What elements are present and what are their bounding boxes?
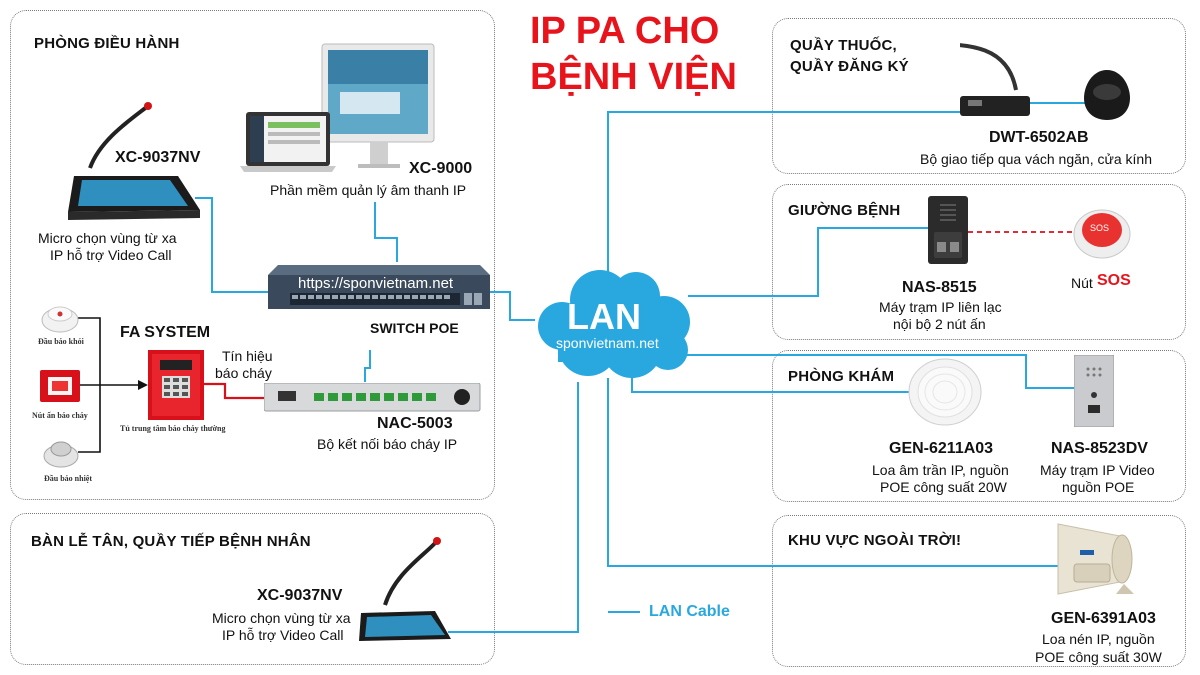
fire-button-label: Nút ấn báo cháy — [32, 411, 88, 420]
intercom-station-icon — [928, 196, 968, 264]
switch-label: SWITCH POE — [370, 320, 459, 336]
computer-icon — [240, 43, 435, 172]
heat-detector-label: Đầu báo nhiệt — [44, 474, 93, 483]
switch-url: https://sponvietnam.net — [298, 275, 454, 292]
ward-station-desc2: nội bộ 2 nút ấn — [893, 316, 986, 332]
lan-label: LAN — [567, 296, 641, 337]
horn-speaker-icon — [1057, 523, 1134, 595]
control-mic-desc2: IP hỗ trợ Video Call — [50, 247, 172, 263]
smoke-detector-label: Đầu báo khói — [38, 337, 84, 346]
software-desc: Phần mềm quản lý âm thanh IP — [270, 182, 467, 198]
horn-desc1: Loa nén IP, nguồn — [1042, 631, 1155, 647]
video-station-desc2: nguồn POE — [1062, 479, 1135, 495]
sos-label: SOS — [1097, 272, 1131, 289]
smoke-detector-icon — [41, 306, 79, 333]
sos-button-text: SOS — [1090, 223, 1110, 233]
heat-detector-icon — [43, 441, 79, 468]
fire-panel-label: Tủ trung tâm báo cháy thường — [120, 424, 226, 433]
video-station-icon — [1074, 355, 1114, 427]
reception-mic-icon — [359, 537, 451, 641]
main-title-line1: IP PA CHO — [530, 10, 720, 52]
horn-desc2: POE công suất 30W — [1035, 649, 1162, 665]
nac-desc: Bộ kết nối báo cháy IP — [317, 436, 458, 452]
outdoor-title: KHU VỰC NGOÀI TRỜI! — [788, 532, 962, 549]
video-station-desc1: Máy trạm IP Video — [1040, 462, 1155, 478]
sos-prefix: Nút — [1071, 275, 1093, 291]
pharmacy-device-model: DWT-6502AB — [989, 129, 1089, 146]
pharmacy-device-desc: Bộ giao tiếp qua vách ngăn, cửa kính — [920, 151, 1152, 167]
switch-icon — [268, 265, 490, 309]
sos-button-icon — [1073, 209, 1131, 259]
software-model: XC-9000 — [409, 160, 473, 177]
reception-mic-desc2: IP hỗ trợ Video Call — [222, 627, 344, 643]
intercom-mic-icon — [960, 43, 1030, 116]
fire-signal-line1: Tín hiệu — [222, 348, 273, 364]
lan-sublabel: sponvietnam.net — [556, 335, 659, 351]
nac-unit-icon — [264, 383, 481, 412]
clinic-title: PHÒNG KHÁM — [788, 368, 895, 385]
ward-title: GIƯỜNG BỆNH — [788, 202, 901, 219]
main-title-line2: BỆNH VIỆN — [530, 56, 737, 98]
lan-cloud-icon — [538, 270, 690, 378]
horn-model: GEN-6391A03 — [1051, 610, 1156, 627]
fa-system-title: FA SYSTEM — [120, 324, 211, 341]
video-station-model: NAS-8523DV — [1051, 440, 1148, 457]
fire-button-icon — [40, 370, 80, 402]
control-mic-desc1: Micro chọn vùng từ xa — [38, 230, 177, 246]
desk-mic-icon — [68, 102, 200, 220]
ward-station-desc1: Máy trạm IP liên lạc — [879, 299, 1002, 315]
fire-panel-icon — [148, 350, 204, 420]
ceiling-speaker-desc2: POE công suất 20W — [880, 479, 1007, 495]
ceiling-speaker-desc1: Loa âm trần IP, nguồn — [872, 462, 1009, 478]
pharmacy-title-line2: QUẦY ĐĂNG KÝ — [790, 58, 909, 75]
reception-mic-desc1: Micro chọn vùng từ xa — [212, 610, 351, 626]
main-title: IP PA CHO BỆNH VIỆN — [530, 8, 737, 100]
pharmacy-title-line1: QUẦY THUỐC, — [790, 37, 897, 54]
control-room-title: PHÒNG ĐIỀU HÀNH — [34, 35, 180, 52]
reception-mic-model: XC-9037NV — [257, 587, 343, 604]
ceiling-speaker-icon — [908, 358, 982, 426]
ward-station-model: NAS-8515 — [902, 279, 977, 296]
control-mic-model: XC-9037NV — [115, 149, 201, 166]
reception-title: BÀN LỄ TÂN, QUẦY TIẾP BỆNH NHÂN — [31, 533, 311, 550]
nac-model: NAC-5003 — [377, 415, 453, 432]
fire-signal-line2: báo cháy — [215, 365, 272, 381]
legend-label: LAN Cable — [649, 603, 730, 620]
glass-speaker-icon — [1084, 70, 1130, 120]
ceiling-speaker-model: GEN-6211A03 — [889, 440, 994, 457]
